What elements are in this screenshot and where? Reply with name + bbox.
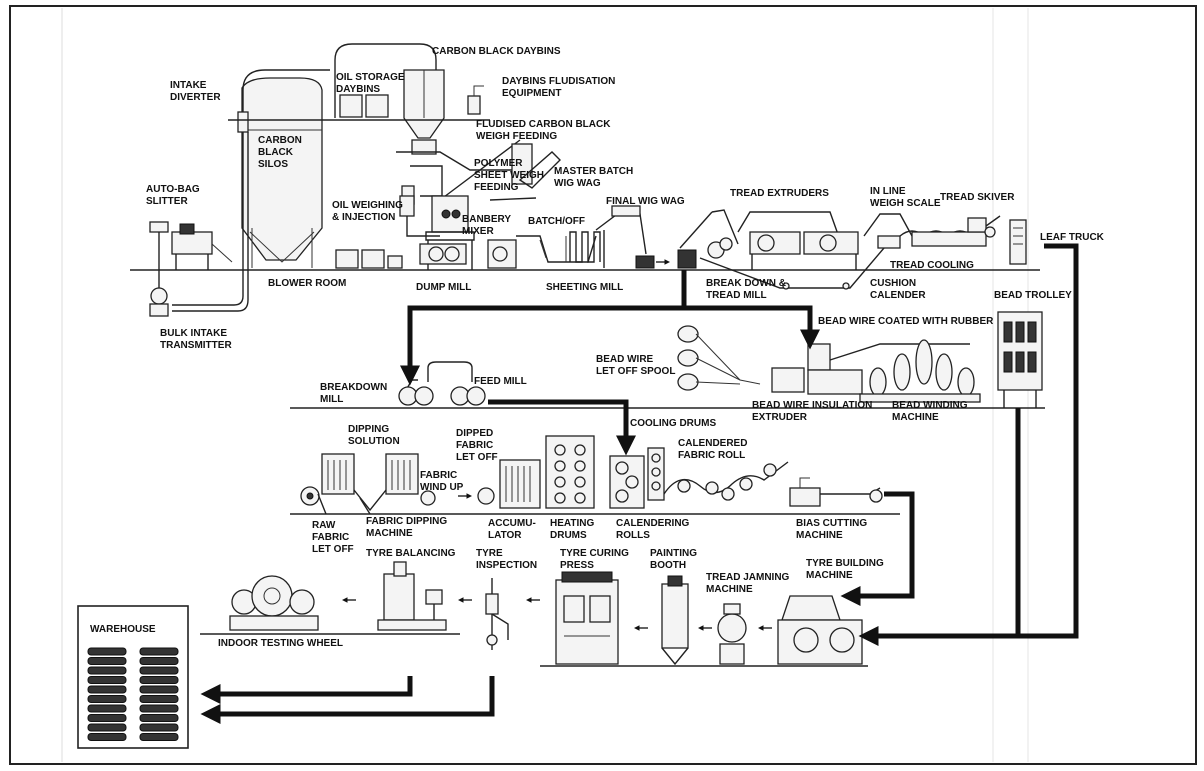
warehouse-tyre <box>88 715 126 722</box>
warehouse-tyre <box>88 648 126 655</box>
warehouse-tyre <box>140 705 178 712</box>
calendering-rolls-icon <box>610 456 644 508</box>
label-blower-room: BLOWER ROOM <box>268 278 346 289</box>
accumulator-icon <box>500 460 540 508</box>
cooling-drums-icon <box>648 448 664 500</box>
warehouse-tyre <box>140 658 178 665</box>
label-oil-weighing-injection: OIL WEIGHING& INJECTION <box>332 200 403 223</box>
warehouse-tyre <box>88 658 126 665</box>
warehouse-tyre <box>140 667 178 674</box>
tyre-curing-press-icon <box>556 572 618 664</box>
carbon-black-silos-icon <box>242 78 322 268</box>
leaf-truck-icon <box>1010 220 1026 264</box>
label-cooling-drums: COOLING DRUMS <box>630 418 716 429</box>
label-tread-cooling: TREAD COOLING <box>890 260 974 271</box>
label-leaf-truck: LEAF TRUCK <box>1040 232 1105 243</box>
label-batch-off: BATCH/OFF <box>528 216 585 227</box>
label-tread-extruders: TREAD EXTRUDERS <box>730 188 829 199</box>
warehouse-tyre <box>140 696 178 703</box>
warehouse-tyre <box>140 715 178 722</box>
warehouse-tyre <box>140 648 178 655</box>
label-feed-mill: FEED MILL <box>474 376 527 387</box>
warehouse-tyre <box>140 686 178 693</box>
label-sheeting-mill: SHEETING MILL <box>546 282 623 293</box>
label-tyre-balancing: TYRE BALANCING <box>366 548 456 559</box>
raw-fabric-let-off-icon <box>301 487 319 505</box>
warehouse-tyre <box>88 686 126 693</box>
heating-drums-icon <box>546 436 594 508</box>
warehouse-tyre <box>140 734 178 741</box>
warehouse-tyre <box>140 724 178 731</box>
warehouse-tyre <box>88 734 126 741</box>
warehouse-tyre <box>140 677 178 684</box>
warehouse-tyre <box>88 696 126 703</box>
warehouse-tyre <box>88 705 126 712</box>
label-bead-wire-coated-with-rubber: BEAD WIRE COATED WITH RUBBER <box>818 316 994 327</box>
label-warehouse: WAREHOUSE <box>90 624 156 635</box>
warehouse-tyre <box>88 667 126 674</box>
warehouse-tyre <box>88 724 126 731</box>
label-carbon-black-daybins: CARBON BLACK DAYBINS <box>432 46 561 57</box>
warehouse-tyre <box>88 677 126 684</box>
label-bead-trolley: BEAD TROLLEY <box>994 290 1072 301</box>
label-dump-mill: DUMP MILL <box>416 282 471 293</box>
label-tread-skiver: TREAD SKIVER <box>940 192 1015 203</box>
dump-mill-icon <box>420 244 466 264</box>
label-final-wig-wag: FINAL WIG WAG <box>606 196 685 207</box>
tread-cooling-icon <box>900 231 986 246</box>
label-indoor-testing-wheel: INDOOR TESTING WHEEL <box>218 638 343 649</box>
